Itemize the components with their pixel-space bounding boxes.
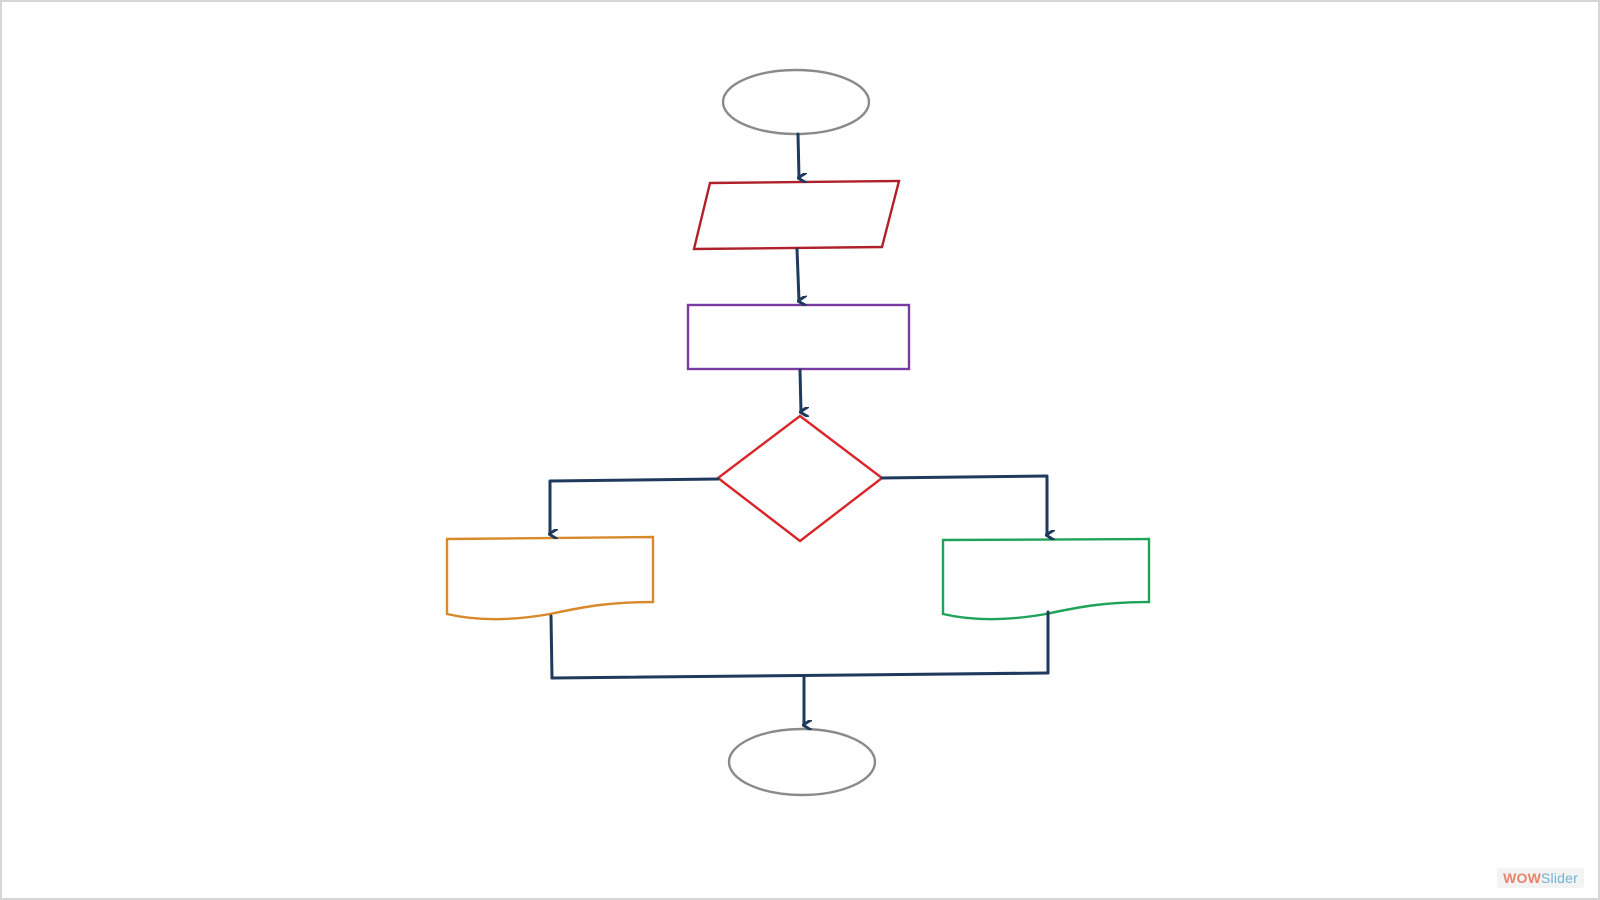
watermark-part-b: Slider <box>1541 870 1578 886</box>
document-right-shape <box>941 537 1151 621</box>
connector-decision-to-right <box>880 474 1047 535</box>
start-terminal <box>721 68 871 136</box>
watermark-part-a: WOW <box>1503 870 1541 886</box>
document-left-shape <box>445 535 655 621</box>
connector-left-down <box>549 614 554 680</box>
decision-diamond <box>716 414 884 543</box>
connector-process-to-decision <box>798 368 801 412</box>
process-rectangle <box>686 303 911 371</box>
connector-decision-to-left <box>550 477 720 534</box>
connector-start-to-input <box>796 132 799 178</box>
input-parallelogram <box>692 179 901 251</box>
wowslider-watermark[interactable]: WOWSlider <box>1497 868 1584 888</box>
connector-merge-line <box>550 671 1050 680</box>
end-terminal <box>727 727 877 797</box>
connector-input-to-process <box>795 247 799 301</box>
